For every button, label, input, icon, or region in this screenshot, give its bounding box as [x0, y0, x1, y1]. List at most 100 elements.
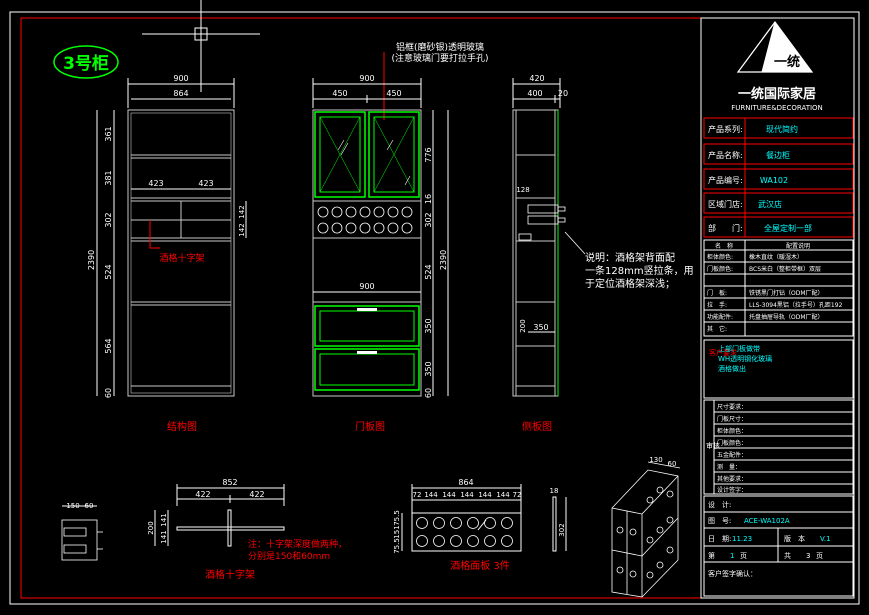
measure-row-7: 其他要求： [717, 475, 747, 483]
logo-text: 一统 [774, 54, 800, 70]
cross-profile-dim-2: 60 [85, 502, 94, 510]
front-half-right: 423 [198, 179, 213, 188]
spec-value-2: BCS米白（整柜带框）双层 [749, 265, 821, 273]
door-half-right: 450 [386, 89, 401, 98]
remarks-label: 客户要求 [709, 348, 737, 357]
door-view: 900 450 450 900 [312, 74, 449, 433]
panel-left-dim-3: 75.5 [393, 538, 401, 554]
cross-note-2: 分别是150和60mm [248, 551, 330, 562]
spec-value-5: LLS-3094黑铝（拉手号）孔距192 [749, 301, 843, 309]
spec-value-6: 托盘抽屉导轨（ODM厂配） [749, 313, 824, 321]
wine-panel-view: 864 72 144 144 144 144 144 72 75.5 151 7… [393, 478, 567, 572]
note-line-1: 说明：酒格架背面配 [585, 251, 675, 264]
panel-left-dim-1: 75.5 [393, 510, 401, 526]
front-half-left: 423 [148, 179, 163, 188]
drawing-value: ACE-WA102A [744, 517, 790, 525]
measure-row-6: 测 量： [717, 463, 741, 471]
measure-row-4: 门板颜色： [717, 439, 747, 447]
cross-left-height: 200 [147, 521, 155, 534]
glass-note-line2: (注意玻璃门要打拉手孔) [391, 52, 488, 64]
badge-text: 3号柜 [63, 53, 109, 74]
measure-row-5: 五金配件： [717, 451, 747, 459]
cross-height-1: 141 [160, 513, 168, 526]
info-label-1: 产品系列: [708, 124, 743, 134]
front-structure-view: 900 864 423 423 361 381 302 524 564 60 [87, 74, 247, 433]
side-depth: 400 [527, 89, 542, 98]
cross-caption: 酒格十字架 [205, 568, 255, 581]
drawing-info: 设 计: 图 号: ACE-WA102A 日 期: 11.23 版 本 V.1 … [703, 495, 854, 597]
total-label: 共 [784, 551, 791, 560]
front-rack-height-1: 142 [238, 205, 246, 218]
total-unit: 页 [816, 552, 823, 560]
cabinet-badge: 3号柜 [53, 45, 119, 79]
cross-profile-dim-1: 150 [66, 502, 79, 510]
page-unit: 页 [740, 552, 747, 560]
cross-height-2: 141 [160, 530, 168, 543]
door-height-2: 16 [424, 194, 433, 204]
measure-row-1: 尺寸要求： [717, 403, 747, 411]
front-caption: 结构图 [167, 420, 197, 433]
panel-thickness: 18 [550, 487, 559, 495]
remark-3: 酒格做出 [718, 364, 746, 373]
door-total-width: 900 [359, 74, 374, 83]
crosshair-cursor [142, 0, 260, 92]
info-label-3: 产品编号: [708, 175, 743, 185]
door-height-1: 776 [424, 147, 433, 162]
front-height-3: 302 [104, 212, 113, 227]
door-caption: 门板图 [355, 420, 385, 433]
panel-seg-7: 72 [513, 491, 522, 499]
note-line-3: 于定位酒格架深浅； [585, 277, 675, 290]
front-total-width: 900 [173, 74, 188, 83]
door-height-7: 60 [424, 388, 433, 398]
side-small-dim-3: 350 [533, 323, 548, 332]
front-inner-width: 864 [173, 89, 188, 98]
info-value-2: 餐边柜 [766, 150, 790, 160]
front-rack-height-2: 142 [238, 223, 246, 236]
cross-half-right: 422 [249, 490, 264, 499]
cross-note-1: 注：十字架深度做两种， [248, 538, 347, 550]
spec-label-2: 门板颜色: [707, 265, 733, 273]
company-logo: 一统 [736, 20, 814, 73]
panel-seg-2: 144 [424, 491, 438, 499]
panel-total: 864 [458, 478, 473, 487]
company-name: 一统国际家居 [738, 86, 816, 102]
info-value-1: 现代简约 [766, 124, 798, 134]
iso-dim-1: 130 [649, 456, 662, 464]
date-value: 11.23 [732, 535, 752, 543]
side-total-width: 420 [529, 74, 544, 83]
panel-seg-6: 144 [496, 491, 510, 499]
front-height-5: 564 [104, 338, 113, 353]
confirm-label: 客户签字确认： [708, 569, 757, 578]
drawing-label: 图 号: [708, 517, 731, 525]
cross-profile-view: 150 60 [61, 502, 103, 561]
front-overall-height: 2390 [87, 250, 96, 270]
door-height-5: 350 [424, 318, 433, 333]
cross-frame-view: 852 422 422 141 141 200 注：十字架深度做两种， 分别是1… [147, 478, 347, 581]
total-value: 3 [806, 552, 810, 560]
remark-1: 上部门板做带 [718, 344, 760, 353]
cross-total: 852 [222, 478, 237, 487]
cross-half-left: 422 [195, 490, 210, 499]
spec-value-4: 铁锈黑门打钻（ODM厂配） [749, 289, 824, 297]
info-value-4: 武汉店 [758, 199, 782, 209]
spec-label-4: 门 板: [707, 289, 727, 297]
panel-left-dim-2: 151 [393, 525, 401, 538]
audit-label: 审核 [706, 441, 720, 450]
version-label: 版 本 [784, 534, 805, 543]
panel-caption: 酒格面板 3件 [450, 559, 510, 572]
side-caption: 侧板图 [522, 420, 552, 433]
remark-2: WH透明钢化玻璃 [718, 354, 772, 363]
inner-frame [20, 17, 855, 599]
title-block: 一统 一统国际家居 FURNITURE&DECORATION 产品系列: 现代简… [700, 17, 855, 599]
version-value: V.1 [820, 535, 831, 543]
isometric-rack-view [611, 461, 681, 598]
side-back: 20 [558, 89, 568, 98]
note-line-2: 一条128mm竖拉条，用 [585, 264, 694, 277]
front-height-6: 60 [104, 388, 113, 398]
design-label: 设 计: [708, 500, 731, 509]
spec-label-1: 柜体颜色: [707, 253, 733, 261]
spec-label-5: 拉 手: [707, 301, 727, 309]
spec-value-1: 橡木直纹（暖湿木） [749, 253, 803, 261]
front-height-4: 524 [104, 264, 113, 279]
spec-header-name: 名 称 [715, 242, 733, 250]
